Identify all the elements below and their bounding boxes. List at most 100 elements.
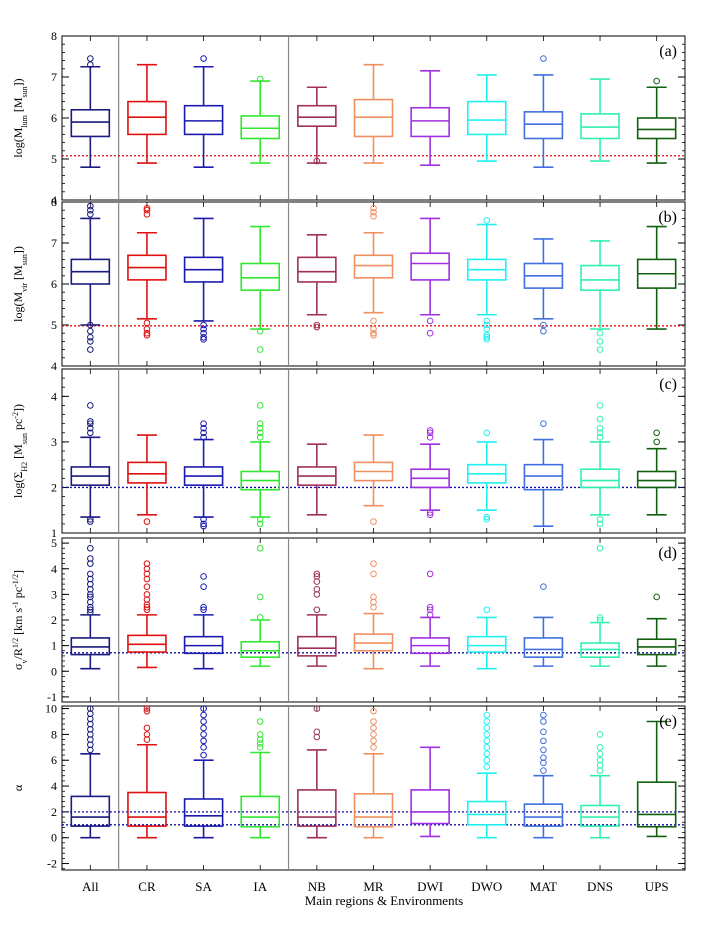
outlier-point (483, 516, 491, 523)
outlier-point (596, 616, 604, 624)
iqr-box (353, 793, 394, 828)
iqr-box (523, 803, 564, 827)
outlier-point (200, 520, 207, 528)
x-tick-label-nb: NB (308, 879, 326, 894)
outlier-point (313, 570, 321, 578)
outlier-point (200, 711, 207, 719)
outlier-point (370, 724, 377, 732)
box-cr (127, 434, 167, 525)
outlier-point (143, 211, 151, 218)
box-ups (636, 720, 677, 838)
iqr-box (240, 795, 281, 828)
iqr-box (523, 463, 564, 491)
outlier-point (540, 711, 547, 719)
outlier-point (143, 724, 151, 732)
x-tick-label-dwi: DWI (417, 879, 443, 894)
outlier-point (596, 614, 604, 621)
iqr-box (70, 109, 111, 138)
outlier-point (596, 329, 604, 337)
outlier-point (426, 570, 434, 578)
y-tick-label: -2 (47, 857, 57, 871)
outlier-point (483, 513, 491, 521)
outlier-point (483, 756, 491, 764)
outlier-point (200, 429, 207, 437)
outlier-point (313, 573, 321, 580)
outlier-point (200, 424, 207, 432)
outlier-point (87, 202, 94, 210)
iqr-box (70, 795, 111, 827)
x-tick-label-dwo: DWO (471, 879, 502, 894)
outlier-point (143, 705, 151, 712)
box-ups (636, 593, 677, 667)
outlier-point (540, 737, 547, 745)
y-tick-label: 4 (51, 359, 57, 373)
box-ups (636, 77, 677, 164)
outlier-point (87, 570, 94, 578)
iqr-box (580, 113, 620, 140)
outlier-point (200, 724, 207, 732)
outlier-point (483, 429, 491, 437)
outlier-point (483, 718, 491, 725)
outlier-point (370, 518, 377, 525)
box-mr (353, 560, 394, 670)
outlier-point (200, 744, 207, 751)
outlier-point (87, 606, 94, 614)
outlier-point (596, 731, 604, 738)
box-sa (183, 705, 224, 839)
box-all (70, 544, 111, 670)
box-cr (127, 705, 167, 839)
iqr-box (127, 461, 167, 484)
outlier-point (256, 516, 264, 523)
box-ia (240, 225, 281, 353)
outlier-point (256, 402, 264, 409)
outlier-point (143, 518, 151, 525)
iqr-box (636, 117, 677, 140)
outlier-point (483, 606, 491, 614)
outlier-point (143, 206, 151, 214)
box-dwo (466, 606, 507, 670)
box-dns (580, 240, 620, 353)
outlier-point (256, 731, 264, 738)
outlier-point (200, 603, 207, 611)
box-nb (297, 86, 337, 165)
iqr-box (297, 635, 337, 657)
outlier-point (653, 438, 660, 446)
box-cr (127, 560, 167, 669)
outlier-point (256, 420, 264, 427)
y-tick-label: -1 (47, 690, 57, 704)
outlier-point (313, 705, 321, 712)
box-dns (580, 544, 620, 667)
box-all (70, 705, 111, 839)
outlier-point (256, 718, 264, 725)
outlier-point (596, 750, 604, 758)
outlier-point (483, 750, 491, 758)
iqr-box (580, 264, 620, 291)
outlier-point (426, 317, 434, 325)
y-axis-label: σv/R1/2 [km s-1 pc-1/2] (11, 570, 29, 670)
outlier-point (540, 327, 547, 335)
outlier-point (256, 75, 264, 83)
outlier-point (87, 321, 94, 329)
outlier-point (256, 740, 264, 747)
y-tick-label: 8 (51, 29, 57, 43)
box-cr (127, 63, 167, 164)
outlier-point (426, 509, 434, 516)
box-dns (580, 402, 620, 528)
box-ia (240, 402, 281, 528)
outlier-point (87, 705, 94, 712)
box-dwi (410, 570, 450, 667)
outlier-point (256, 424, 264, 432)
box-cr (127, 204, 167, 339)
outlier-point (540, 767, 547, 774)
outlier-point (143, 731, 151, 738)
outlier-point (200, 583, 207, 590)
box-sa (183, 420, 224, 530)
outlier-point (200, 321, 207, 329)
outlier-point (540, 728, 547, 736)
outlier-point (87, 420, 94, 427)
y-axis-label: log(Mvir [Msun]) (11, 246, 29, 322)
outlier-point (200, 737, 207, 745)
